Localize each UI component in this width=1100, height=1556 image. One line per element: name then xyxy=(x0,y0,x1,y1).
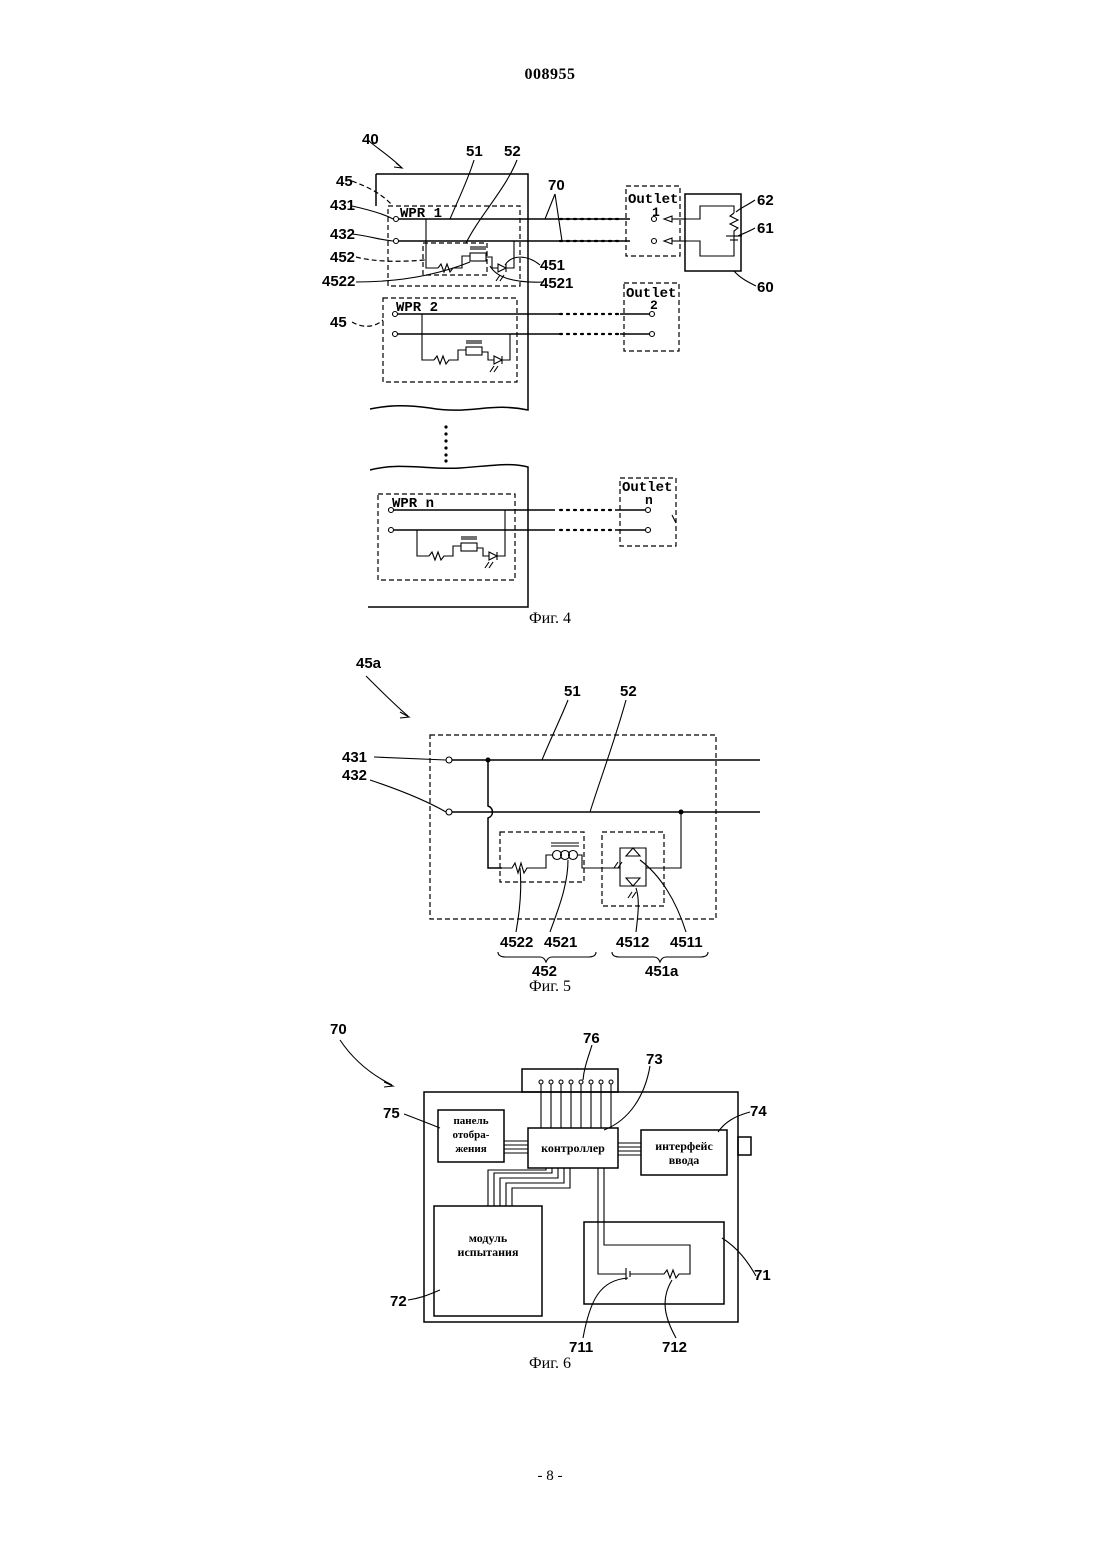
tester-port xyxy=(738,1137,751,1155)
input-interface-text-1: интерфейс xyxy=(655,1139,713,1153)
fig6-ref-72: 72 xyxy=(390,1293,407,1310)
connector-pins xyxy=(539,1080,613,1128)
fig6-ref-71: 71 xyxy=(754,1267,771,1284)
display-panel-text-1: панель xyxy=(453,1115,488,1127)
fig6-ref-75: 75 xyxy=(383,1105,400,1122)
fig6-ref-70: 70 xyxy=(330,1021,347,1038)
test-module-text-2: испытания xyxy=(458,1245,519,1259)
fig6-ref-73: 73 xyxy=(646,1051,663,1068)
page-number: - 8 - xyxy=(0,1468,1100,1485)
input-interface-text-2: ввода xyxy=(669,1153,700,1167)
test-module-block xyxy=(434,1206,542,1316)
test-module-text-1: модуль xyxy=(469,1231,508,1245)
fig6-ref-74: 74 xyxy=(750,1103,767,1120)
figure-6-caption: Фиг. 6 xyxy=(0,1355,1100,1373)
display-panel-text-2: отобра- xyxy=(453,1129,490,1141)
display-panel-text-3: жения xyxy=(455,1143,486,1155)
fig6-ref-712: 712 xyxy=(662,1339,687,1356)
fig6-ref-76: 76 xyxy=(583,1030,600,1047)
controller-text: контроллер xyxy=(541,1141,605,1155)
figure-6-diagram: панель отобра- жения контроллер интерфей… xyxy=(0,0,1100,1370)
power-block-71 xyxy=(584,1222,724,1304)
fig6-ref-711: 711 xyxy=(569,1339,593,1356)
fig6-buses xyxy=(488,1141,690,1280)
fig6-leaders xyxy=(404,1045,756,1338)
